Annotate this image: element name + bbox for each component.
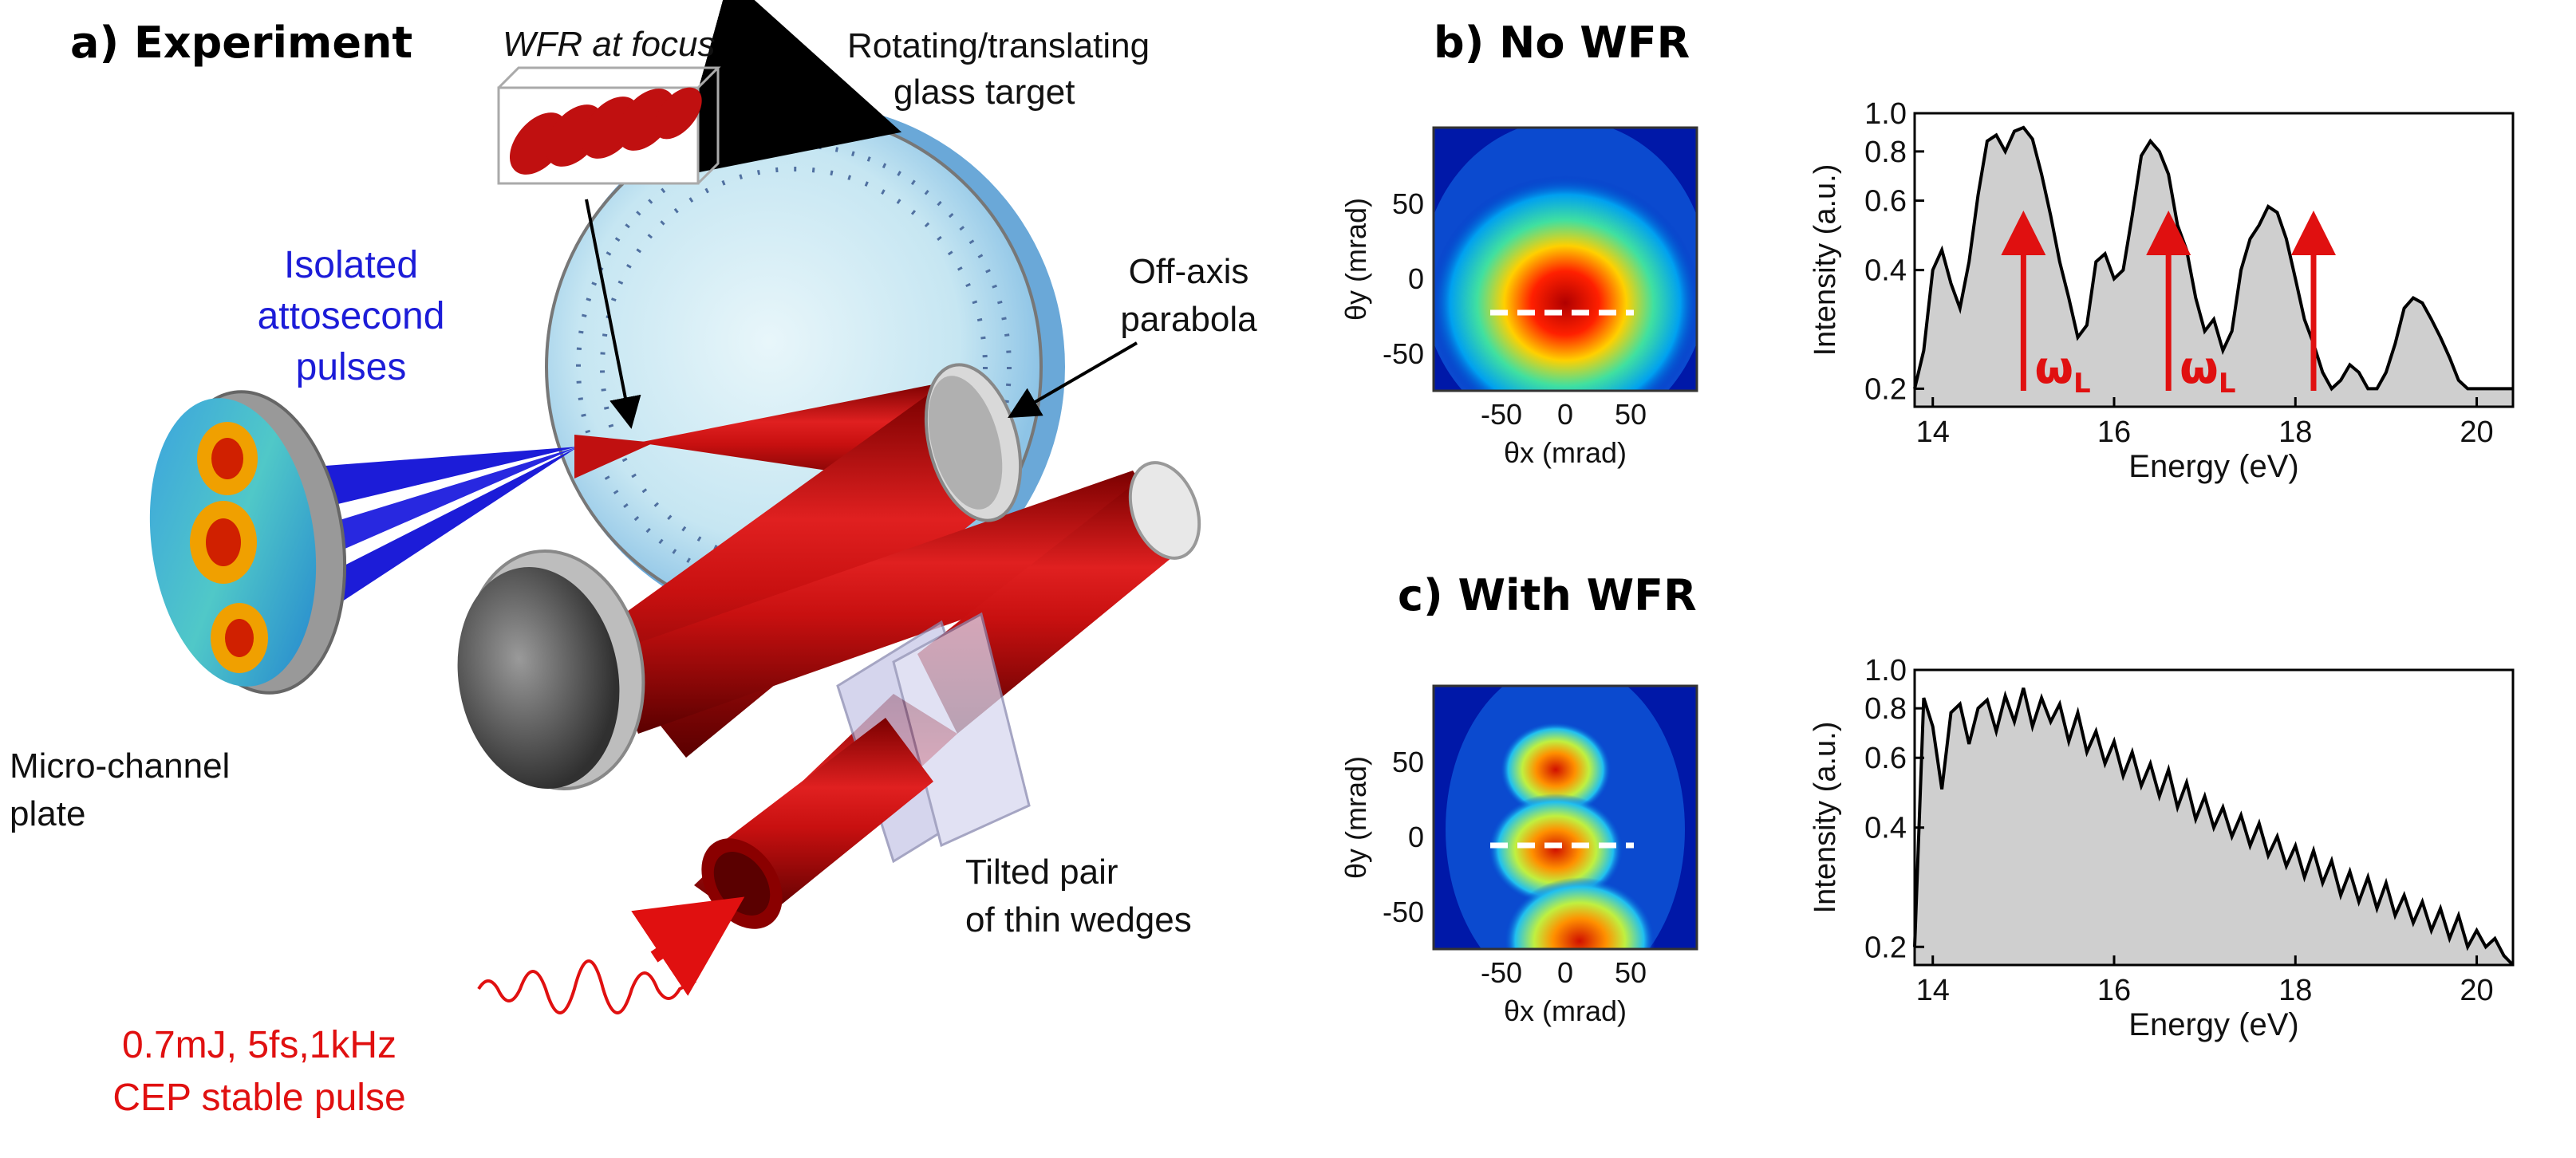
spectrum-line — [1913, 125, 2513, 392]
focus-cone — [574, 435, 654, 479]
parabola-pointer-arrow — [1008, 341, 1138, 419]
y-tick-label: 0.8 — [1864, 136, 1907, 169]
y-tick-label: 0.2 — [1864, 931, 1907, 964]
panel-a: a) Experiment WFR at focus Rotating/tran… — [10, 0, 1257, 1119]
spectrum-line — [1913, 687, 2515, 967]
x-tick-label: 18 — [2278, 974, 2312, 1007]
plot-frame — [1913, 112, 2515, 408]
y-tick-label: 0.4 — [1864, 254, 1907, 288]
image-xtick: 0 — [1557, 956, 1573, 989]
y-tick-label: 0.8 — [1864, 692, 1907, 726]
omega-l-subscript: L — [2219, 368, 2236, 400]
image-ytick: -50 — [1383, 896, 1424, 928]
y-tick-label: 1.0 — [1864, 654, 1907, 687]
wedges-label-1: Tilted pair — [965, 853, 1118, 892]
beam-profile-image-b — [1434, 128, 1697, 391]
y-tick-label: 0.6 — [1864, 742, 1907, 775]
y-tick-label: 1.0 — [1864, 97, 1907, 131]
image-xlabel: θx (mrad) — [1504, 995, 1627, 1027]
mcp-label-1: Micro-channel — [10, 746, 230, 786]
x-tick-label: 14 — [1916, 416, 1950, 449]
x-tick-label: 20 — [2460, 974, 2493, 1007]
parabola-label-2: parabola — [1120, 300, 1257, 339]
isolated-label-2: attosecond — [258, 295, 445, 337]
image-xtick: 0 — [1557, 398, 1573, 431]
y-axis-label: Intensity (a.u.) — [1809, 722, 1842, 914]
image-ylabel: θy (mrad) — [1339, 198, 1372, 321]
y-tick-label: 0.2 — [1864, 372, 1907, 406]
focus-pointer-arrow — [585, 199, 641, 429]
image-ytick: 0 — [1408, 821, 1424, 853]
target-label-1: Rotating/translating — [847, 26, 1150, 65]
x-tick-label: 16 — [2097, 974, 2131, 1007]
image-ytick: 0 — [1408, 262, 1424, 295]
y-tick-label: 0.4 — [1864, 812, 1907, 845]
x-axis-label: Energy (eV) — [2128, 449, 2298, 484]
panel-a-title: a) Experiment — [70, 18, 412, 68]
wedges-label-2: of thin wedges — [965, 900, 1192, 939]
flat-mirror — [457, 549, 645, 790]
x-tick-label: 14 — [1916, 974, 1950, 1007]
parabola-label-1: Off-axis — [1129, 252, 1249, 291]
target-label-2: glass target — [894, 73, 1075, 112]
back-mirror — [1128, 461, 1201, 560]
image-ytick: -50 — [1383, 337, 1424, 370]
off-axis-parabola — [924, 363, 1023, 522]
micro-channel-plate — [149, 390, 347, 695]
image-xlabel: θx (mrad) — [1504, 436, 1627, 469]
wfr-inset — [497, 66, 721, 185]
image-xtick: 50 — [1615, 398, 1647, 431]
image-ylabel: θy (mrad) — [1339, 756, 1372, 879]
isolated-label-1: Isolated — [284, 244, 418, 286]
isolated-label-3: pulses — [296, 346, 407, 388]
panel-b-title: b) No WFR — [1434, 18, 1690, 68]
spectrum-area — [1915, 687, 2513, 965]
omega-l-subscript: L — [2073, 368, 2091, 400]
spectrum-area — [1915, 127, 2513, 407]
image-xtick: 50 — [1615, 956, 1647, 989]
panel-c-title: c) With WFR — [1398, 570, 1697, 620]
wfr-at-focus-label: WFR at focus — [503, 25, 716, 64]
x-tick-label: 16 — [2097, 416, 2131, 449]
x-tick-label: 18 — [2278, 416, 2312, 449]
image-ytick: 50 — [1392, 746, 1424, 778]
pulse-label-2: CEP stable pulse — [112, 1077, 405, 1119]
beam-profile-image-c — [1434, 686, 1697, 949]
panel-c: c) With WFR 50 0 -50 -50 0 50 θx (mrad) … — [1339, 570, 1698, 1027]
pulse-waveform — [477, 959, 696, 1014]
image-xtick: -50 — [1481, 956, 1522, 989]
image-xtick: -50 — [1481, 398, 1522, 431]
panel-b: b) No WFR 50 0 -50 -50 0 50 θx (mrad) θy… — [1339, 18, 1698, 469]
rotation-arrow-icon — [673, 0, 902, 178]
x-axis-label: Energy (eV) — [2128, 1007, 2298, 1042]
image-ytick: 50 — [1392, 187, 1424, 220]
mcp-label-2: plate — [10, 794, 85, 833]
plot-frame — [1913, 668, 2515, 967]
x-tick-label: 20 — [2460, 416, 2493, 449]
y-axis-label: Intensity (a.u.) — [1809, 164, 1842, 356]
input-arrow — [631, 896, 745, 996]
pulse-label-1: 0.7mJ, 5fs,1kHz — [122, 1024, 396, 1066]
y-tick-label: 0.6 — [1864, 185, 1907, 219]
xuv-beams — [311, 447, 578, 606]
